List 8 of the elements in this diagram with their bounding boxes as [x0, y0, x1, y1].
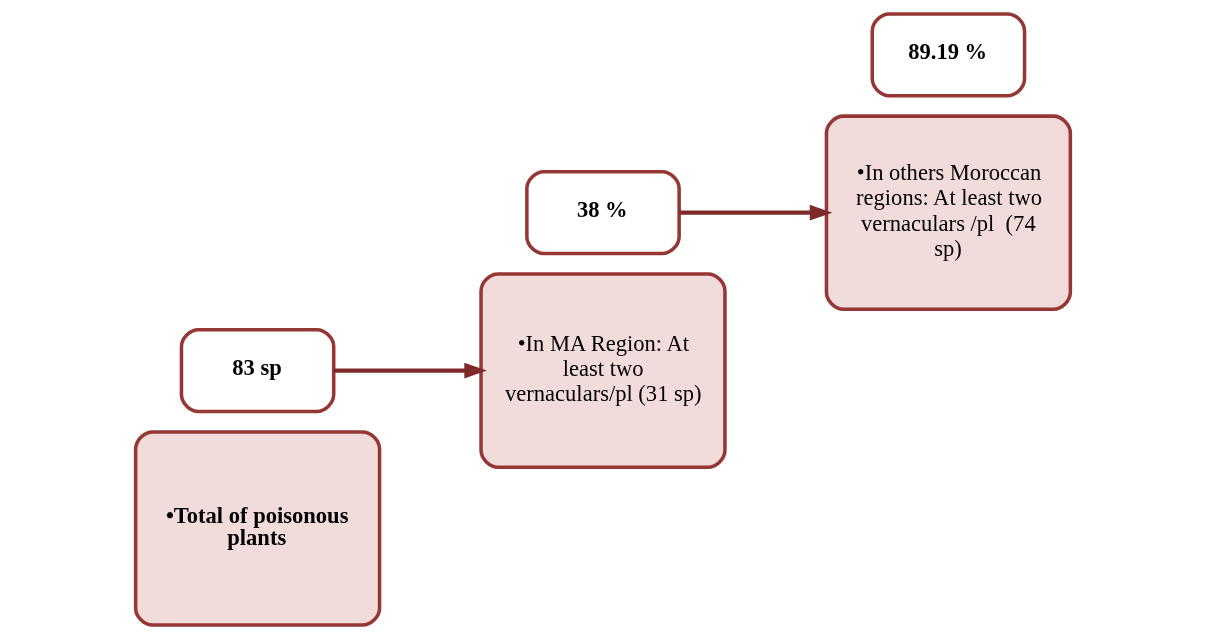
node-box: •Total of poisonous plants [133, 430, 381, 627]
node-box: 38 % [524, 170, 681, 256]
node-box: 83 sp [179, 327, 335, 414]
node-box: 89.19 % [870, 12, 1026, 98]
arrow [333, 362, 487, 379]
node-box: •In MA Region: At least two vernaculars/pl (31 sp) [478, 272, 727, 469]
node-box: •In others Moroccan regions: At least two vernaculars /pl (74 sp) [824, 114, 1072, 312]
arrow [678, 204, 832, 221]
